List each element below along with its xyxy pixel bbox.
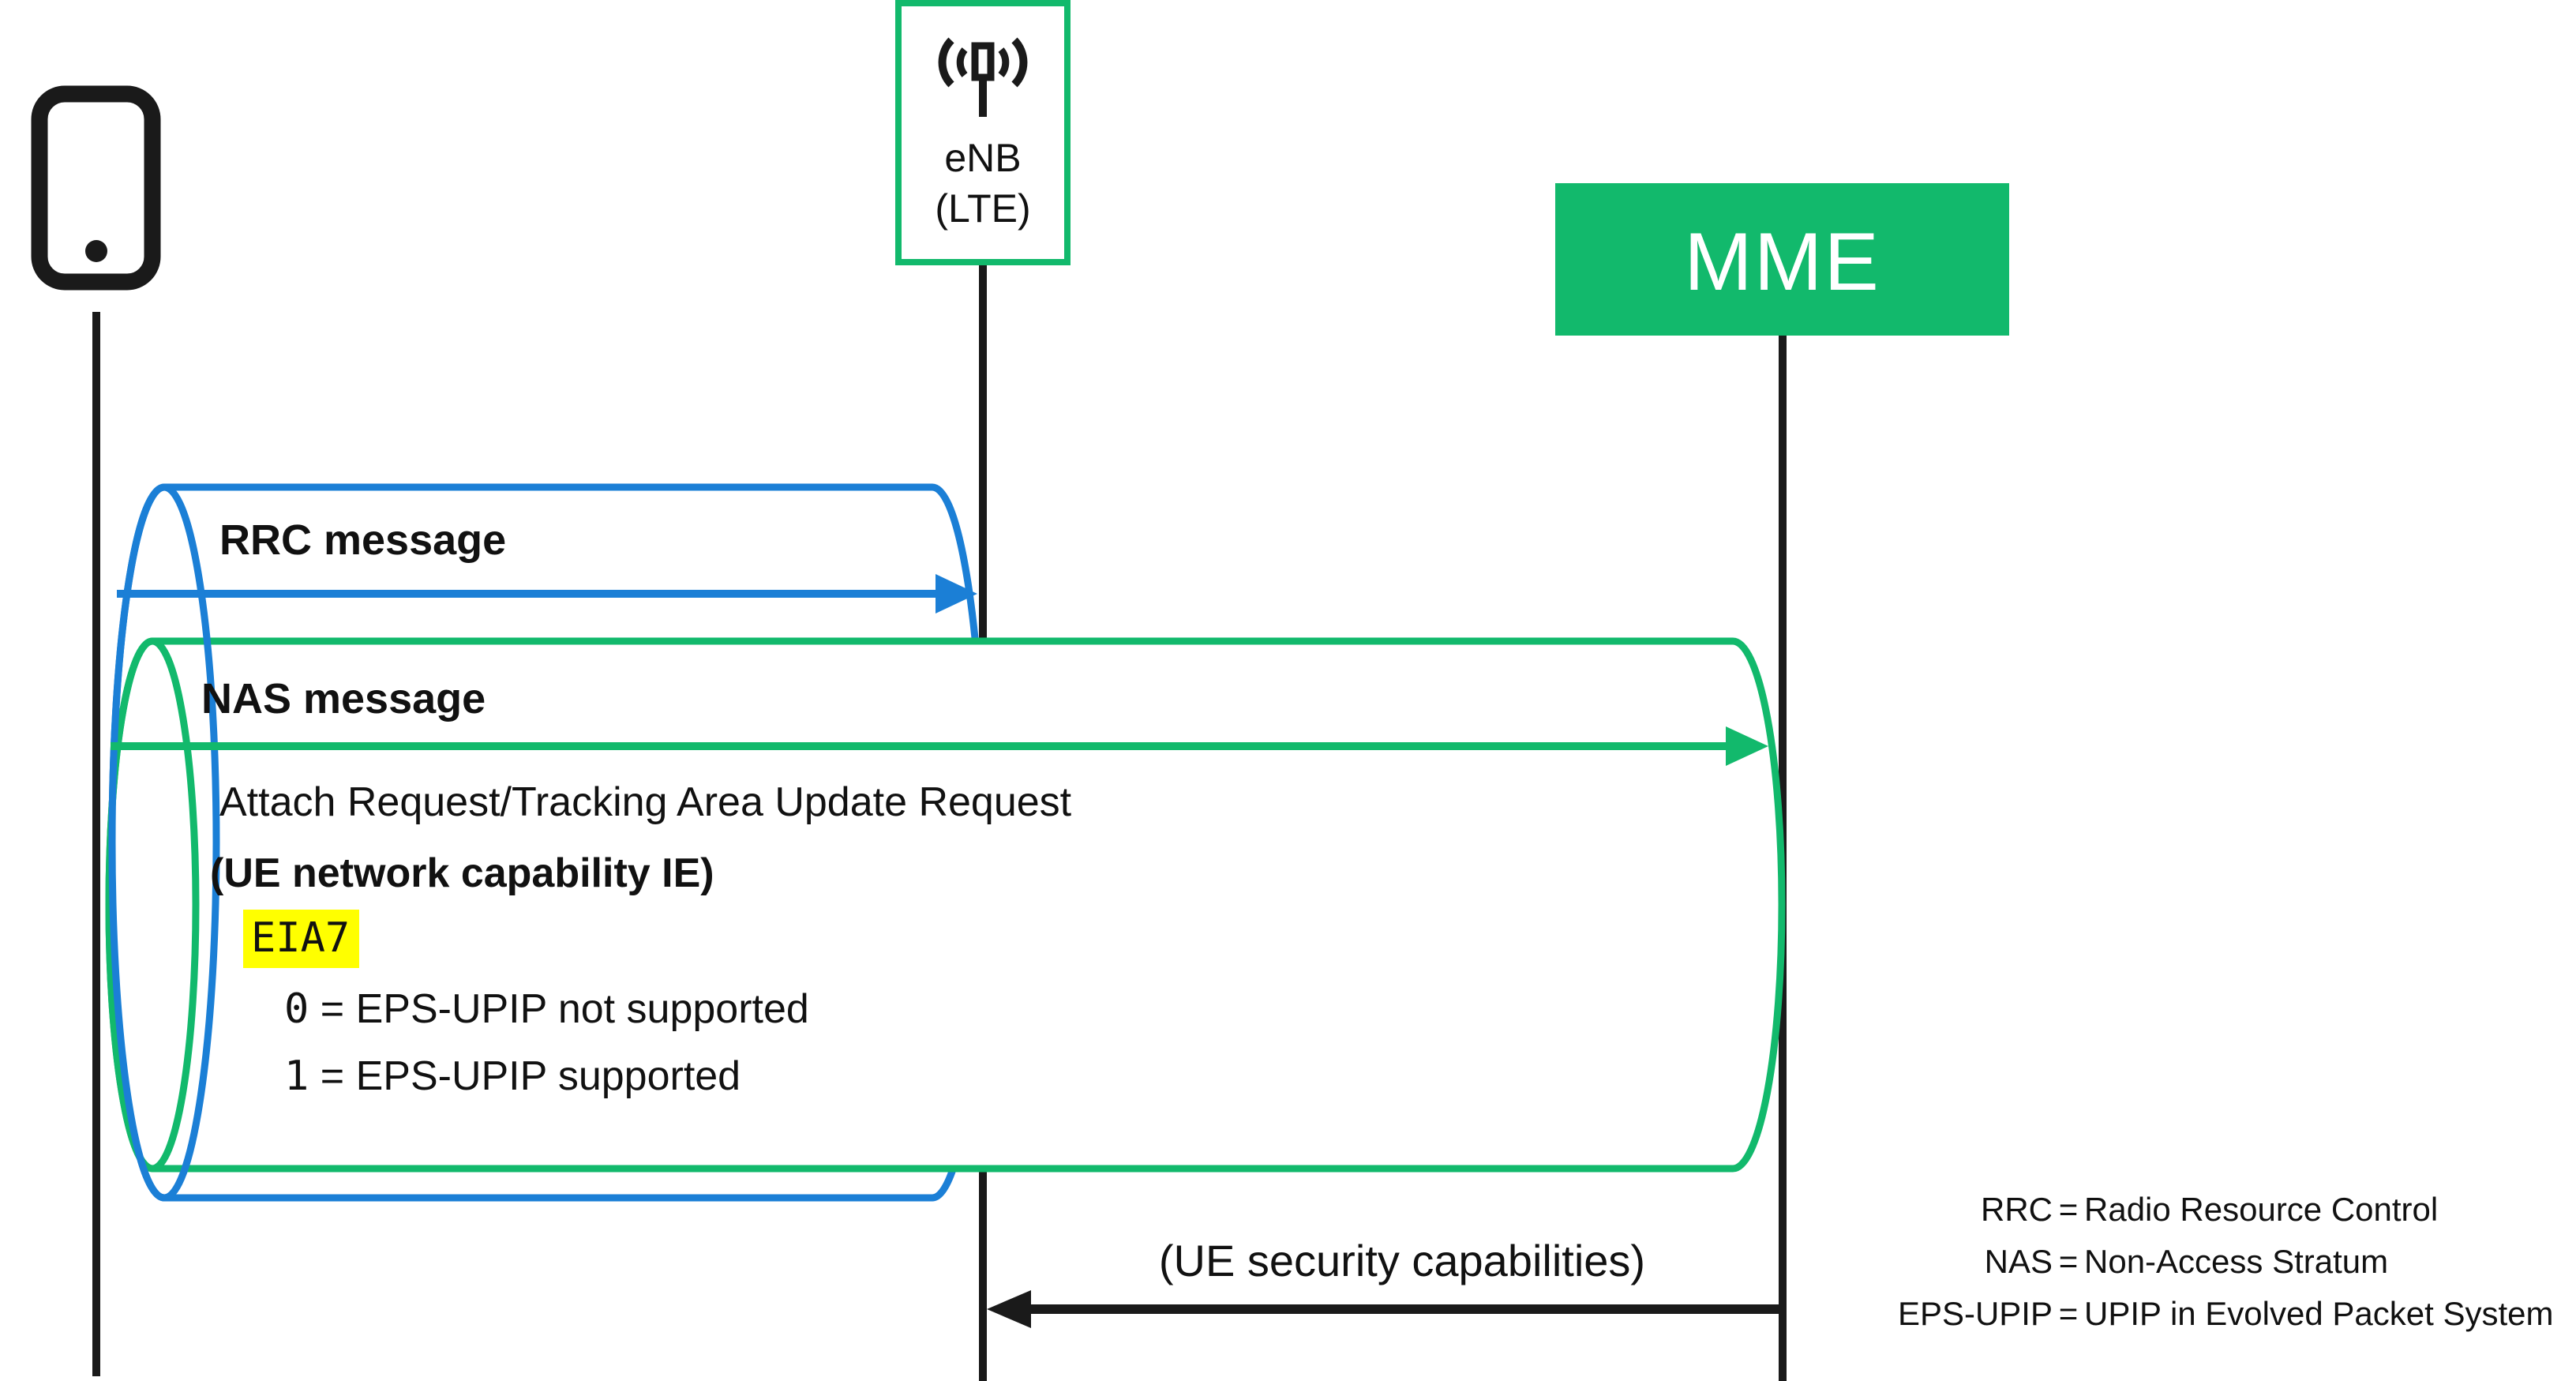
nas-option0-value: 0 (284, 985, 309, 1033)
nas-option1: 1 = EPS-UPIP supported (284, 1056, 741, 1097)
nas-message-title: NAS message (201, 675, 486, 722)
security-arrowhead (987, 1290, 1031, 1328)
legend-equals: = (2058, 1191, 2079, 1228)
nas-option0: 0 = EPS-UPIP not supported (284, 989, 809, 1030)
nas-highlight-wrap: EIA7 (243, 910, 360, 968)
legend-abbr: EPS-UPIP (1897, 1295, 2053, 1332)
cell-tower-icon (938, 37, 1028, 117)
nas-body-line2: (UE network capability IE) (210, 850, 714, 896)
nas-body-line1: Attach Request/Tracking Area Update Requ… (219, 779, 1072, 825)
mme-box (1555, 183, 2009, 336)
legend-equals: = (2058, 1295, 2079, 1332)
smartphone-icon (31, 85, 161, 291)
legend-abbr: NAS (1984, 1243, 2053, 1280)
rrc-arrowhead (936, 574, 977, 614)
rrc-cylinder-cap (108, 483, 220, 1202)
nas-option0-text: = EPS-UPIP not supported (309, 986, 809, 1032)
legend-row-eps-upip: EPS-UPIP = UPIP in Evolved Packet System (1800, 1288, 2574, 1340)
rrc-message-title: RRC message (219, 516, 507, 564)
legend-definition: Radio Resource Control (2084, 1191, 2439, 1228)
legend-equals: = (2058, 1243, 2079, 1280)
nas-option1-value: 1 (284, 1053, 309, 1100)
legend-row-nas: NAS = Non-Access Stratum (1800, 1236, 2574, 1288)
legend-abbr: RRC (1981, 1191, 2053, 1228)
security-capabilities-label: (UE security capabilities) (1158, 1236, 1646, 1285)
nas-cylinder-cap (105, 637, 200, 1173)
legend-row-rrc: RRC = Radio Resource Control (1800, 1184, 2574, 1236)
nas-arrowhead (1726, 726, 1768, 766)
eia7-highlight: EIA7 (243, 910, 360, 968)
enb-label: eNB (944, 136, 1022, 180)
mme-label: MME (1684, 216, 1880, 308)
legend-definition: Non-Access Stratum (2084, 1243, 2389, 1280)
legend-definition: UPIP in Evolved Packet System (2084, 1295, 2554, 1332)
enb-tech-label: (LTE) (935, 186, 1031, 231)
legend: RRC = Radio Resource Control NAS = Non-A… (1800, 1184, 2574, 1340)
nas-option1-text: = EPS-UPIP supported (309, 1053, 741, 1099)
